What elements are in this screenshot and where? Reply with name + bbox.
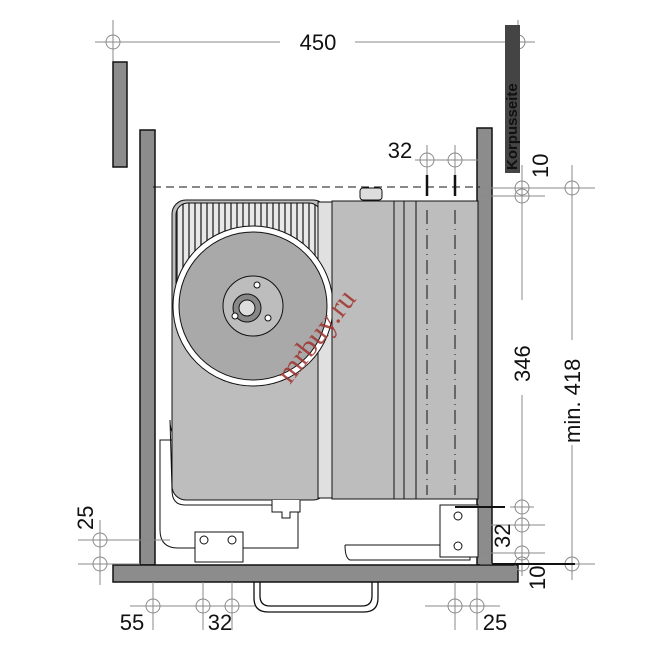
bottom-plate xyxy=(112,564,519,583)
left-upper-panel xyxy=(112,61,128,168)
dim-bottom-55: 55 xyxy=(120,610,144,635)
dimension-right: 32 10 346 min. 418 32 10 xyxy=(388,138,595,590)
dim-450: 450 xyxy=(300,30,337,55)
dim-bottom-32: 32 xyxy=(208,610,232,635)
motor-housing xyxy=(159,199,334,563)
dim-bottom-25: 25 xyxy=(483,610,507,635)
left-wall xyxy=(139,129,156,566)
dimension-width: 450 xyxy=(95,20,535,62)
dimension-bottom: 55 32 25 xyxy=(120,582,507,635)
cartridge-body xyxy=(331,175,505,561)
dim-346: 346 xyxy=(510,345,535,382)
dim-top-32: 32 xyxy=(388,138,412,163)
right-wall xyxy=(476,127,493,566)
dim-min-418: min. 418 xyxy=(560,359,585,443)
handle xyxy=(253,582,379,613)
dim-right-32: 32 xyxy=(490,524,515,548)
dim-top-10: 10 xyxy=(528,154,553,178)
dimension-left: 25 xyxy=(73,506,170,585)
korpusseite-label: Korpusseite xyxy=(504,83,521,170)
dim-left-25: 25 xyxy=(73,506,98,530)
dim-bottom-10: 10 xyxy=(525,566,550,590)
side-label: Korpusseite xyxy=(504,25,521,173)
